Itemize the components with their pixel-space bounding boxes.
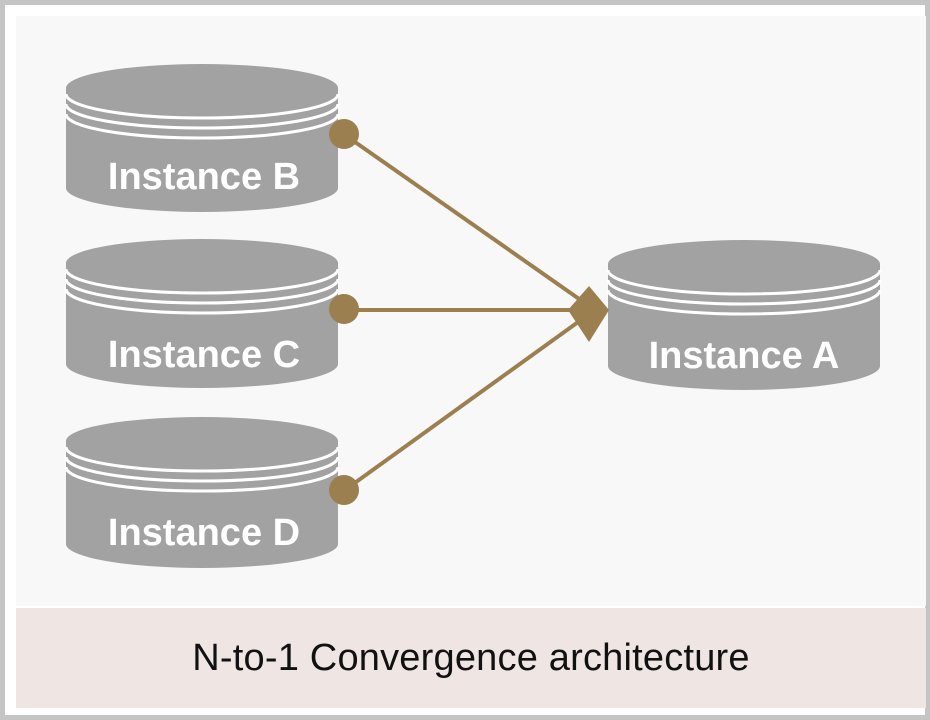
db-rim-line: [606, 269, 882, 296]
connector-b-to-a: [343, 133, 594, 310]
instance-d-label: Instance D: [108, 512, 300, 554]
database-instance-c: Instance C: [64, 239, 340, 388]
connectors: [343, 133, 594, 492]
database-instance-d: Instance D: [64, 417, 340, 568]
caption-bar: N-to-1 Convergence architecture: [16, 608, 926, 708]
db-rim-line: [606, 289, 882, 316]
convergence-diamond-icon: [568, 286, 609, 342]
instance-b-label: Instance B: [108, 156, 300, 198]
db-rim-line: [64, 288, 340, 315]
db-rim-line: [64, 446, 340, 473]
connector-start-dot-d: [329, 475, 359, 505]
db-rim-line: [64, 93, 340, 120]
instance-c-label: Instance C: [108, 334, 300, 376]
db-rim-line: [64, 113, 340, 140]
database-instance-a: Instance A: [606, 240, 882, 390]
connector-start-dot-c: [329, 294, 359, 324]
db-rim-line: [64, 466, 340, 493]
db-rim-line: [64, 103, 340, 130]
db-rim-line: [606, 279, 882, 306]
instance-a-label: Instance A: [649, 335, 840, 377]
database-instance-b: Instance B: [64, 64, 340, 212]
db-rim-line: [64, 278, 340, 305]
db-rim-line: [64, 456, 340, 483]
connector-d-to-a: [343, 310, 594, 492]
db-rim-line: [64, 268, 340, 295]
connector-start-dot-b: [329, 119, 359, 149]
diagram-caption: N-to-1 Convergence architecture: [192, 636, 750, 679]
